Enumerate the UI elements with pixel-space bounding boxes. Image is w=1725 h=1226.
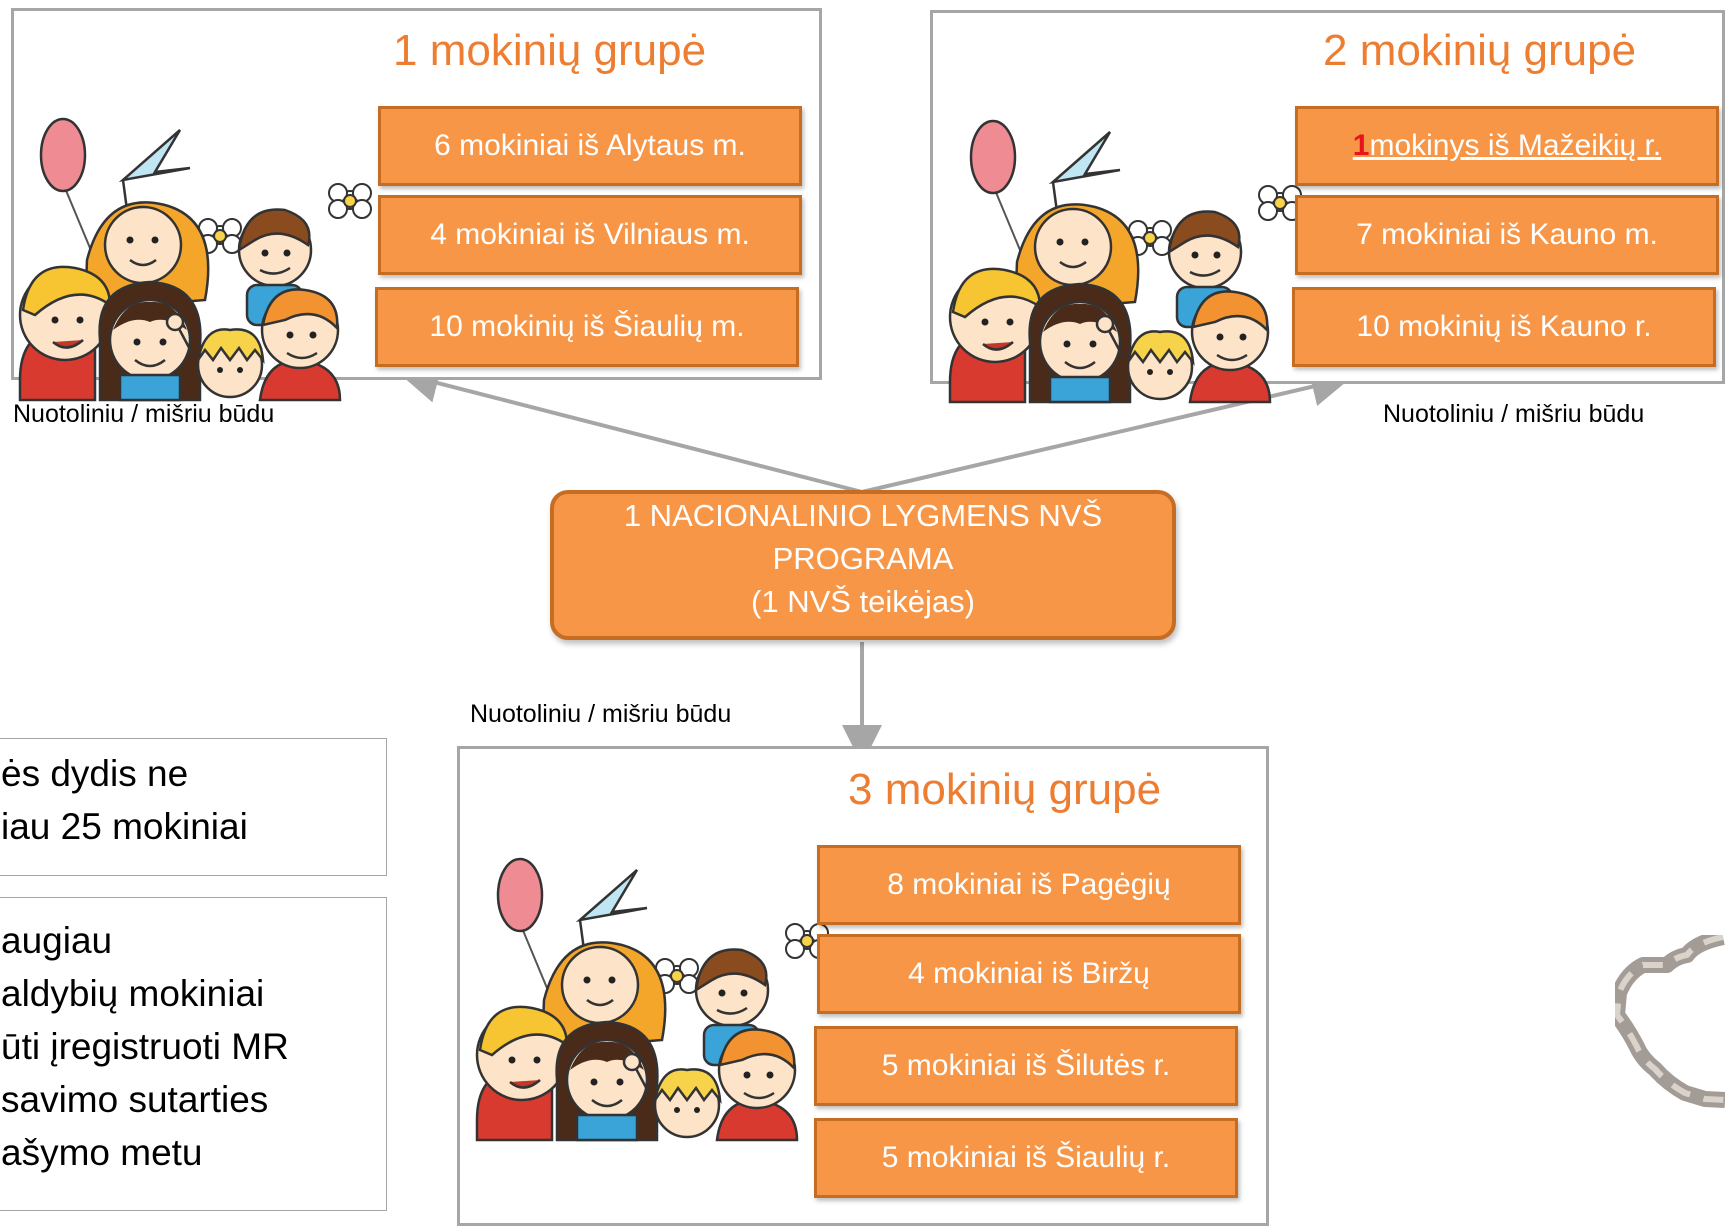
children-illustration — [475, 857, 830, 1142]
note-mun-line-5: ašymo metu — [1, 1132, 203, 1173]
group-3-row-2: 4 mokiniai iš Biržų — [817, 934, 1241, 1014]
group-2-mode-label: Nuotoliniu / mišriu būdu — [1383, 400, 1645, 428]
program-line-3: (1 NVŠ teikėjas) — [751, 584, 975, 619]
highlighted-count: 1 — [1352, 129, 1370, 162]
note-mun-line-1: augiau — [1, 920, 113, 961]
lithuania-map-outline-decoration — [1615, 935, 1725, 1108]
group-2-title: 2 mokinių grupė — [1323, 26, 1637, 75]
group-3-row-4: 5 mokiniai iš Šiaulių r. — [814, 1118, 1238, 1198]
group-3-row-1: 8 mokiniai iš Pagėgių — [817, 845, 1241, 925]
group-2-row-3: 10 mokinių iš Kauno r. — [1292, 287, 1716, 367]
group-3-title: 3 mokinių grupė — [848, 765, 1162, 814]
group-size-note: ės dydis ne iau 25 mokiniai — [0, 738, 387, 876]
arrow-to-group-1 — [398, 363, 863, 494]
group-1-title: 1 mokinių grupė — [393, 26, 707, 75]
group-2-row-2: 7 mokiniai iš Kauno m. — [1295, 195, 1719, 275]
national-program-box: 1 NACIONALINIO LYGMENS NVŠ PROGRAMA (1 N… — [550, 490, 1176, 640]
group-1-mode-label: Nuotoliniu / mišriu būdu — [13, 400, 275, 428]
note-size-line-1: ės dydis ne — [1, 753, 189, 794]
program-line-2: PROGRAMA — [772, 541, 954, 576]
group-1-row-1: 6 mokiniai iš Alytaus m. — [378, 106, 802, 186]
program-line-1: 1 NACIONALINIO LYGMENS NVŠ — [623, 498, 1103, 533]
note-mun-line-4: savimo sutarties — [1, 1079, 269, 1120]
note-mun-line-2: aldybių mokiniai — [1, 973, 265, 1014]
note-mun-line-3: ūti įregistruoti MR — [1, 1026, 289, 1067]
group-2-row-1: 1 mokinys iš Mažeikių r. — [1295, 106, 1719, 186]
note-size-line-2: iau 25 mokiniai — [1, 806, 248, 847]
municipalities-note: augiau aldybių mokiniai ūti įregistruoti… — [0, 897, 387, 1211]
children-illustration — [948, 119, 1303, 404]
group-1-row-3: 10 mokinių iš Šiaulių m. — [375, 287, 799, 367]
group-2-row-1-text: mokinys iš Mažeikių r. — [1369, 129, 1662, 162]
group-3-mode-label: Nuotoliniu / mišriu būdu — [470, 700, 732, 728]
group-3-row-3: 5 mokiniai iš Šilutės r. — [814, 1026, 1238, 1106]
group-1-row-2: 4 mokiniai iš Vilniaus m. — [378, 195, 802, 275]
children-illustration — [18, 117, 373, 402]
